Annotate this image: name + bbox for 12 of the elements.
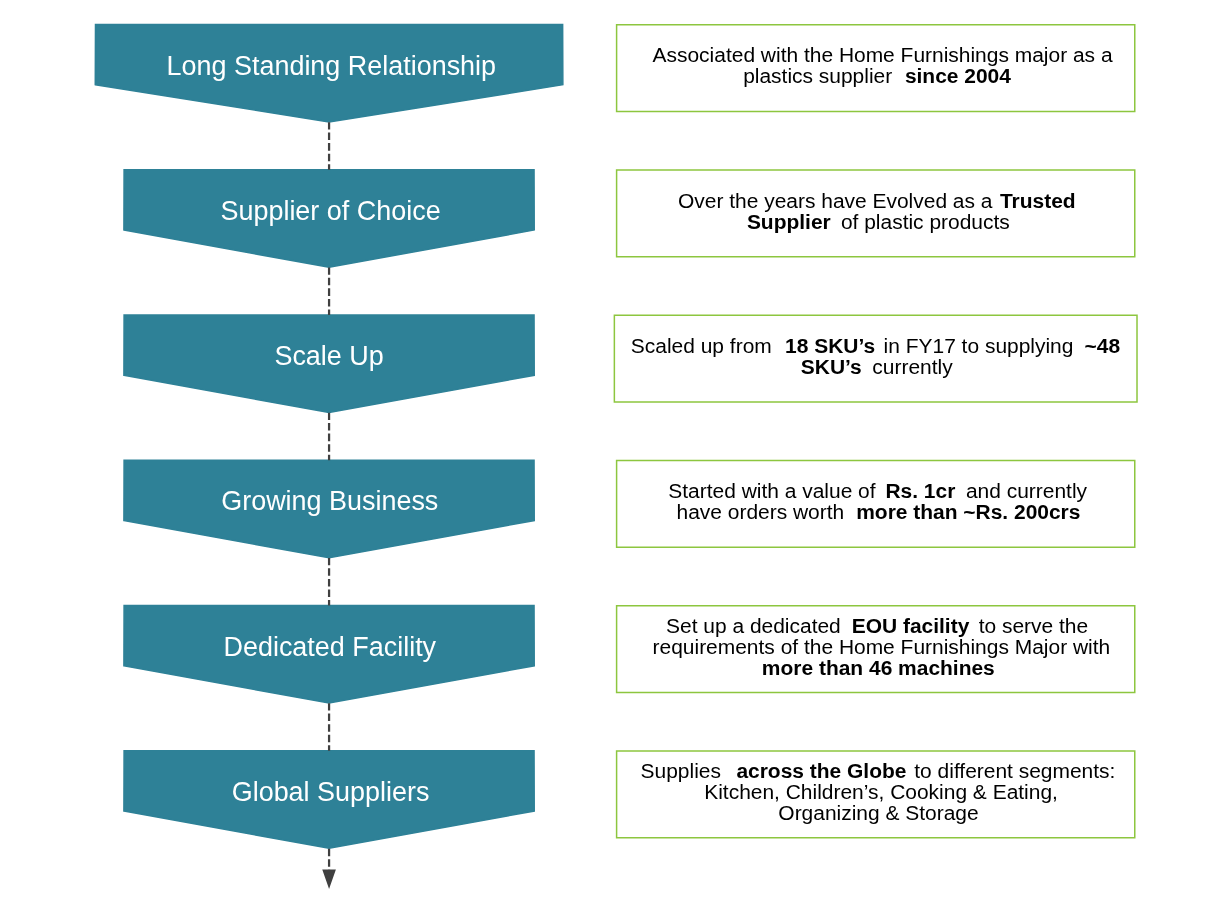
connector (327, 122, 331, 170)
node-box: Supplies across the Globe to different segments: Kitchen, Children’s, Cooking & Eating, Organizing & Storage (615, 750, 1136, 839)
node-box: Over the years have Evolved as a Trusted Supplier of plastic products (615, 169, 1136, 258)
node-box: Scaled up from 18 SKU’s in FY17 to supplying ~48 SKU’s currently (613, 314, 1138, 403)
connector (327, 267, 331, 315)
connector (327, 703, 331, 751)
arrow (322, 848, 336, 889)
connector (327, 412, 331, 461)
connector (327, 557, 331, 606)
node-box: Set up a dedicated EOU facility to serve the requirements of the Home Furnishings Major with more than 46 machines (615, 604, 1136, 694)
node-box: Started with a value of Rs. 1cr and currently have orders worth more than ~Rs. 200crs (615, 459, 1136, 549)
node-box: Associated with the Home Furnishings major as a plastics supplier since 2004 (615, 23, 1136, 113)
